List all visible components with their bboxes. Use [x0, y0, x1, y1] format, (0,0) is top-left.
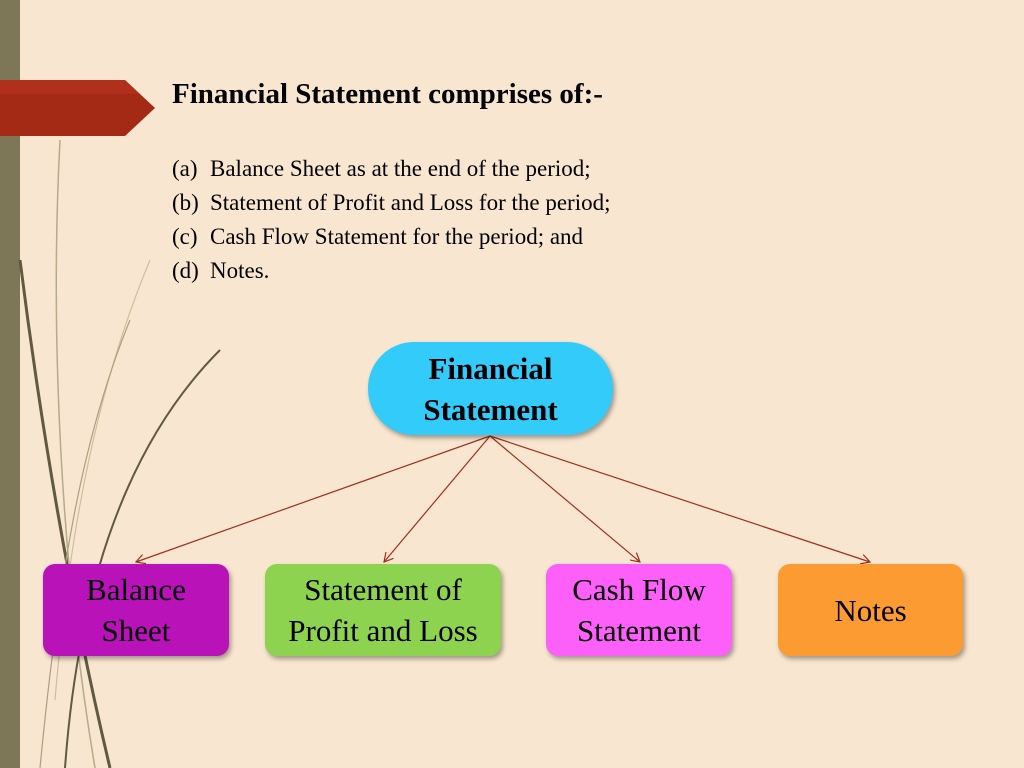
- connector-profit-loss: [384, 435, 491, 562]
- list-marker: (a): [172, 156, 198, 181]
- node-line-2: Profit and Loss: [288, 613, 478, 648]
- node-balance-sheet: Balance Sheet: [43, 564, 229, 656]
- node-line-2: Sheet: [101, 613, 171, 648]
- slide-heading: Financial Statement comprises of:-: [172, 78, 603, 110]
- list-text: Balance Sheet as at the end of the perio…: [210, 156, 591, 181]
- node-line-1: Cash Flow: [572, 572, 706, 607]
- list-marker: (d): [172, 258, 199, 283]
- node-line-1: Notes: [834, 592, 907, 628]
- connector-balance-sheet: [136, 435, 491, 562]
- list-text: Notes.: [210, 258, 270, 283]
- statement-list: (a) Balance Sheet as at the end of the p…: [172, 152, 611, 288]
- list-text: Cash Flow Statement for the period; and: [210, 224, 584, 249]
- list-marker: (b): [172, 190, 199, 215]
- node-line-2: Statement: [577, 613, 701, 648]
- node-line-1: Balance: [86, 572, 186, 607]
- node-cash-flow-statement: Cash Flow Statement: [546, 564, 732, 656]
- root-node-line-1: Financial: [428, 350, 553, 386]
- list-text: Statement of Profit and Loss for the per…: [210, 190, 611, 215]
- title-ribbon: [0, 80, 155, 136]
- node-profit-and-loss: Statement of Profit and Loss: [265, 564, 501, 656]
- side-bar: [0, 0, 20, 768]
- list-item: (c) Cash Flow Statement for the period; …: [172, 220, 611, 254]
- root-node-line-2: Statement: [423, 391, 558, 427]
- list-item: (d) Notes.: [172, 254, 611, 288]
- list-item: (b) Statement of Profit and Loss for the…: [172, 186, 611, 220]
- node-notes: Notes: [778, 564, 963, 656]
- connector-cash-flow: [489, 435, 640, 562]
- root-node-financial-statement: Financial Statement: [368, 342, 613, 435]
- list-marker: (c): [172, 224, 198, 249]
- list-item: (a) Balance Sheet as at the end of the p…: [172, 152, 611, 186]
- connector-notes: [489, 435, 870, 562]
- node-line-1: Statement of: [304, 572, 462, 607]
